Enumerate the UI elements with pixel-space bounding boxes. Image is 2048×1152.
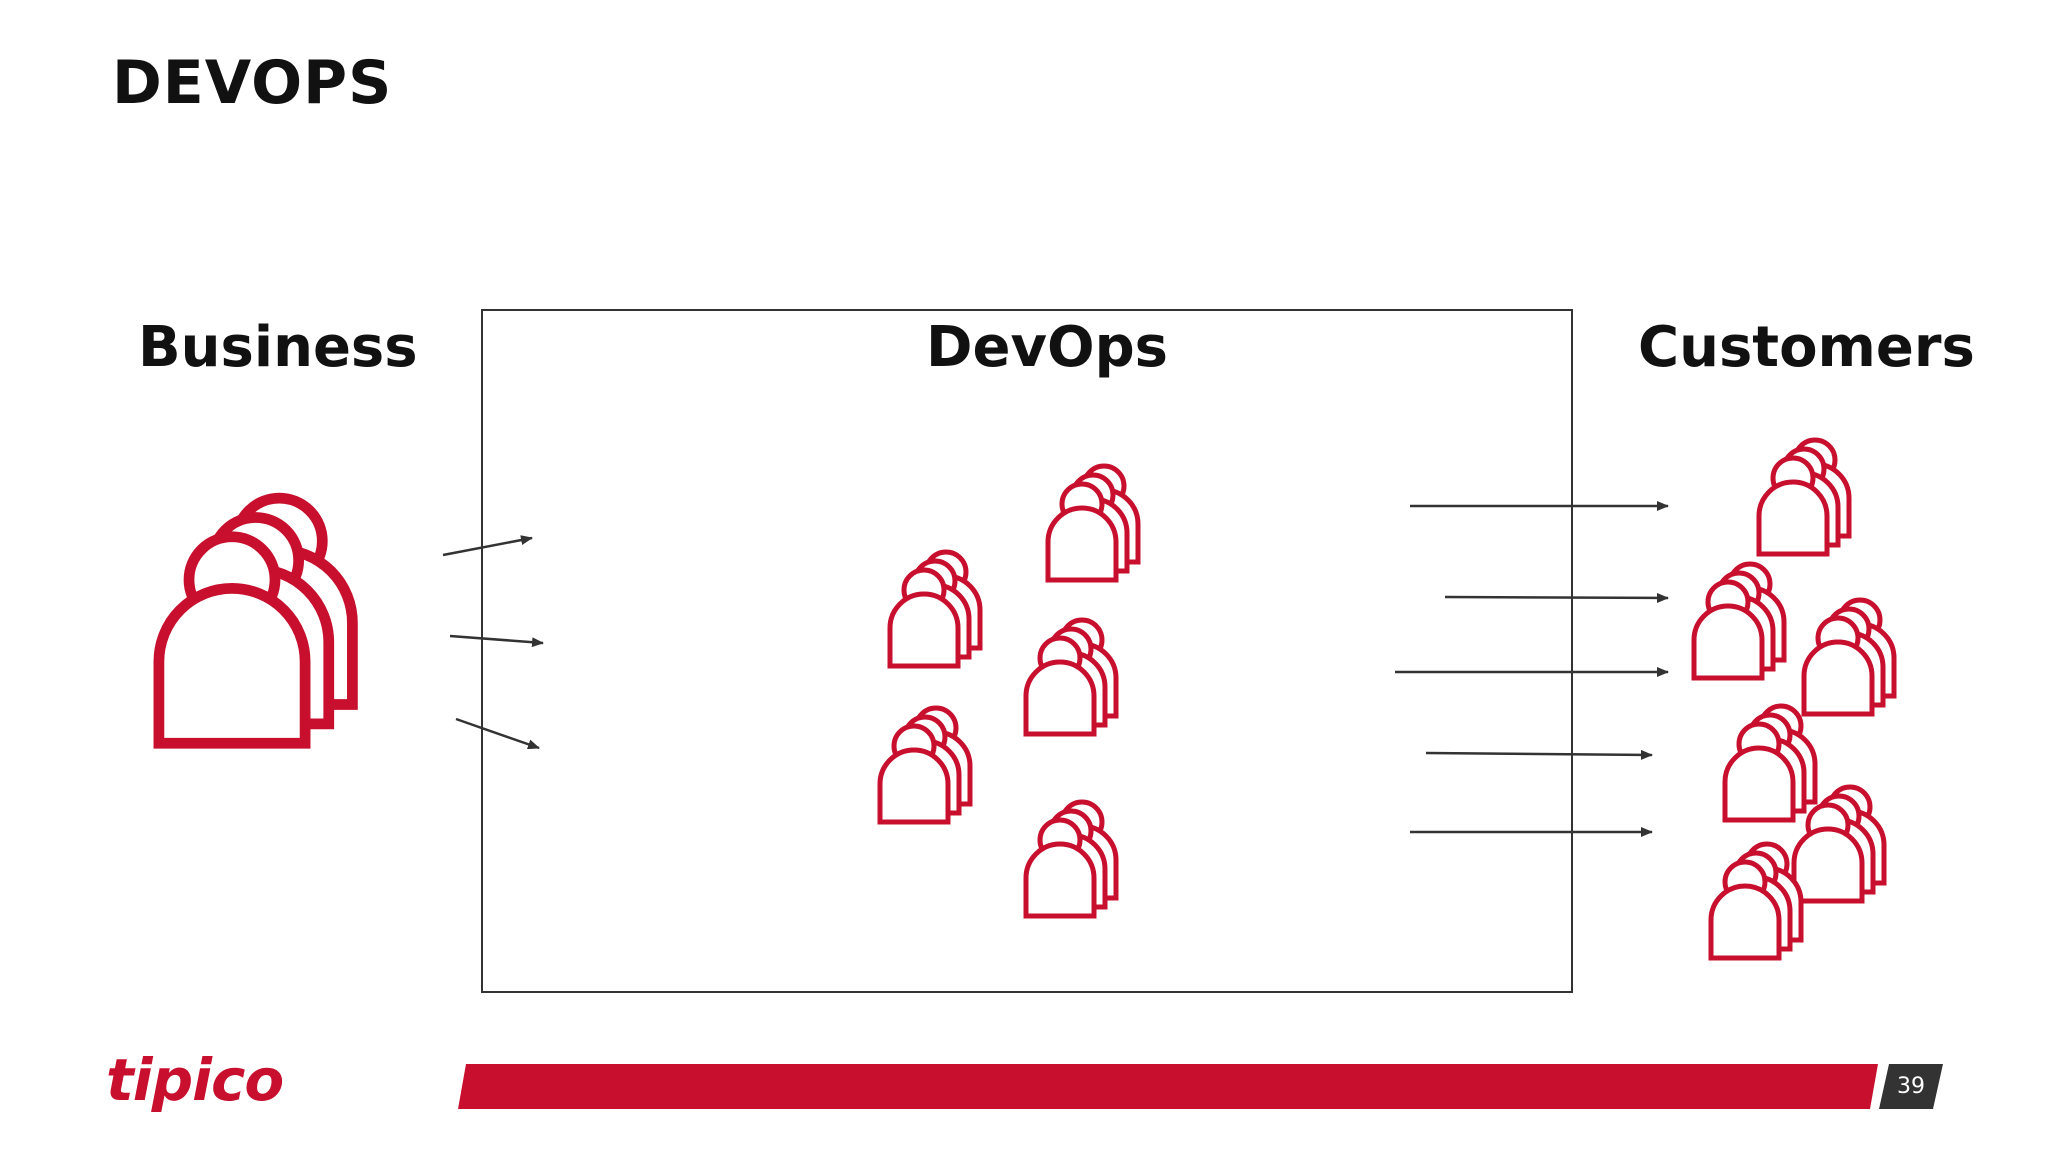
customer-people-icon [1725,706,1815,820]
business-arrow-2 [449,634,544,648]
customer-people-icon [1804,600,1894,714]
customer-arrow-4 [1425,749,1653,760]
page-number: 39 [1897,1074,1925,1099]
customer-people-icon [1694,564,1784,678]
devops-people-icon [1048,466,1138,580]
business-arrow-1 [442,535,533,557]
devops-people-icon [1026,620,1116,734]
customer-people-icon [1711,844,1801,958]
business-label: Business [138,315,418,380]
customer-arrow-2 [1444,592,1669,603]
devops-boundary-box [481,309,1573,993]
devops-label: DevOps [926,315,1168,380]
footer-brand-bar [458,1064,1878,1109]
page-number-badge [1879,1064,1943,1109]
customers-label: Customers [1638,315,1975,380]
business-arrow-3 [455,717,540,750]
tipico-logo: tipico [106,1046,284,1114]
devops-people-icon [890,552,980,666]
slide-title: DEVOPS [112,48,393,118]
svg-text:tipico: tipico [106,1046,283,1114]
devops-people-icon [880,708,970,822]
devops-people-icon [1026,802,1116,916]
customer-people-icon [1759,440,1849,554]
business-people-icon [159,498,353,743]
